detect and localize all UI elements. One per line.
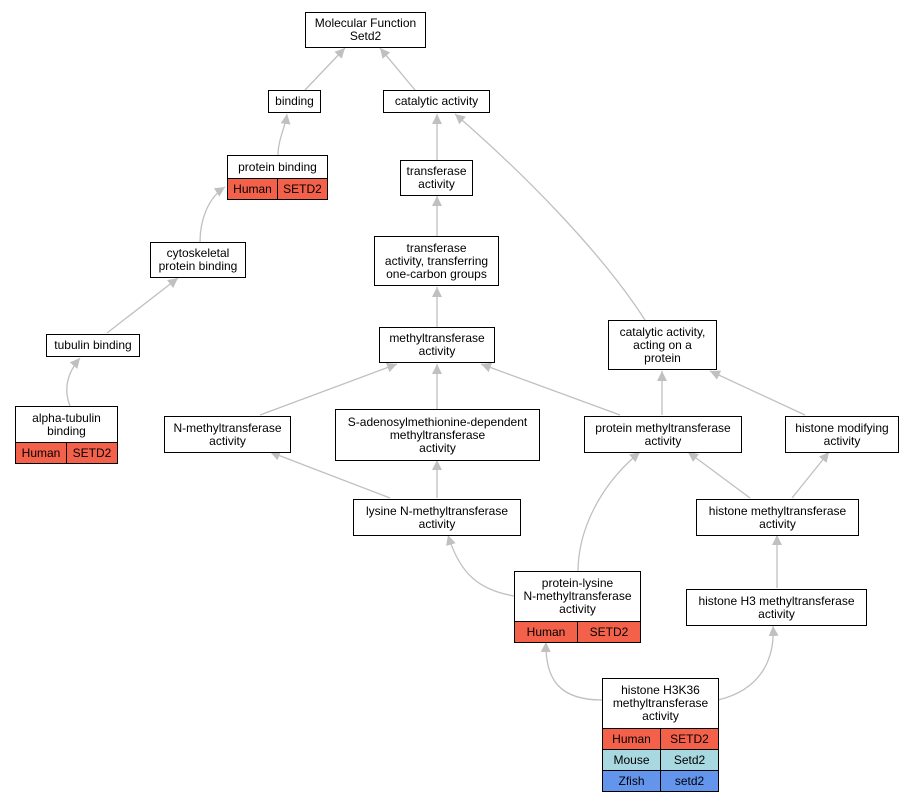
node-label: alpha-tubulin binding (32, 410, 101, 438)
species-row-human: Human SETD2 (228, 178, 327, 199)
node-histone-h3-methyltransferase[interactable]: histone H3 methyltransferase activity (686, 589, 867, 626)
edge-histone-modifying-to-catalytic-protein (709, 370, 806, 416)
node-alpha-tubulin-binding[interactable]: alpha-tubulin binding Human SETD2 (15, 406, 118, 464)
node-label: transferase activity (406, 164, 467, 191)
edge-binding-to-mf (304, 47, 346, 91)
species-row-human: Human SETD2 (603, 728, 718, 749)
edge-tubulin-to-cytoskeletal (106, 277, 179, 334)
edge-protein-methyl-to-methyl (480, 362, 621, 416)
node-label: catalytic activity, acting on a protein (619, 324, 706, 365)
node-protein-lysine-n-methyltransferase[interactable]: protein-lysine N-methyltransferase activ… (514, 571, 641, 643)
node-label: histone H3 methyltransferase activity (698, 593, 855, 621)
node-histone-modifying-activity[interactable]: histone modifying activity (785, 416, 899, 453)
node-protein-binding[interactable]: protein binding Human SETD2 (227, 155, 328, 200)
node-binding[interactable]: binding (268, 90, 321, 113)
node-catalytic-activity[interactable]: catalytic activity (383, 90, 490, 113)
edge-h3k36-to-h3 (717, 625, 779, 701)
edge-protein-binding-to-binding (277, 113, 291, 156)
species-name: Human (526, 624, 566, 639)
node-label: histone H3K36 methyltransferase activity (612, 683, 709, 723)
node-label: protein binding (238, 159, 317, 174)
gene-symbol: Setd2 (660, 750, 718, 770)
node-label: cytoskeletal protein binding (158, 246, 238, 273)
edge-n-methyl-to-methyl (259, 362, 398, 416)
node-label: lysine N-methyltransferase activity (365, 503, 509, 531)
gene-symbol: SETD2 (277, 179, 327, 199)
edge-catalytic-protein-to-catalytic (454, 113, 646, 321)
edge-alpha-tubulin-to-tubulin (66, 357, 81, 407)
node-label: protein methyltransferase activity (595, 420, 731, 448)
node-histone-h3k36-methyltransferase[interactable]: histone H3K36 methyltransferase activity… (602, 678, 719, 792)
edge-catalytic-to-mf (379, 47, 416, 91)
gene-symbol: setd2 (660, 771, 718, 791)
node-tubulin-binding[interactable]: tubulin binding (46, 334, 140, 357)
node-label: histone methyltransferase activity (708, 503, 847, 531)
node-label: tubulin binding (54, 338, 132, 352)
node-protein-methyltransferase[interactable]: protein methyltransferase activity (584, 416, 742, 453)
species-name: Human (21, 445, 61, 460)
node-n-methyltransferase[interactable]: N-methyltransferase activity (164, 416, 291, 453)
node-catalytic-activity-on-protein[interactable]: catalytic activity, acting on a protein (608, 320, 717, 370)
edge-protein-lysine-to-lysine (446, 534, 515, 597)
node-molecular-function[interactable]: Molecular Function Setd2 (305, 12, 426, 48)
edge-histone-methyl-to-protein-methyl (687, 451, 751, 499)
node-sam-dependent-methyltransferase[interactable]: S-adenosylmethionine-dependent methyltra… (335, 409, 540, 461)
node-cytoskeletal-protein-binding[interactable]: cytoskeletal protein binding (150, 242, 246, 278)
node-label: S-adenosylmethionine-dependent methyltra… (347, 414, 528, 455)
edge-histone-methyl-to-histone-modifying (791, 451, 830, 499)
node-transferase-activity[interactable]: transferase activity (400, 160, 473, 196)
node-methyltransferase-activity[interactable]: methyltransferase activity (379, 327, 495, 363)
gene-symbol: SETD2 (577, 622, 640, 642)
node-label: N-methyltransferase activity (173, 420, 282, 448)
node-lysine-n-methyltransferase[interactable]: lysine N-methyltransferase activity (353, 499, 521, 536)
node-label: Molecular Function Setd2 (314, 16, 417, 43)
edge-protein-lysine-to-protein-methyl (577, 451, 641, 573)
edge-h3k36-to-protein-lysine (540, 641, 603, 701)
species-row-human: Human SETD2 (515, 621, 640, 642)
species-row-zfish: Zfish setd2 (603, 770, 718, 791)
species-name: Zfish (618, 773, 645, 788)
node-label: protein-lysine N-methyltransferase activ… (523, 576, 632, 616)
node-transferase-one-carbon[interactable]: transferase activity, transferring one-c… (374, 236, 499, 286)
gene-symbol: SETD2 (660, 729, 718, 749)
gene-symbol: SETD2 (66, 443, 117, 463)
node-label: transferase activity, transferring one-c… (384, 240, 489, 281)
edge-lysine-to-n-methyl (269, 450, 391, 499)
species-name: Human (233, 181, 272, 196)
node-label: catalytic activity (394, 94, 479, 108)
species-row-human: Human SETD2 (16, 442, 117, 463)
edge-cytoskeletal-to-protein-binding (199, 186, 226, 243)
node-label: histone modifying activity (795, 420, 889, 448)
node-histone-methyltransferase[interactable]: histone methyltransferase activity (696, 499, 859, 536)
species-name: Mouse (613, 752, 650, 767)
node-label: methyltransferase activity (389, 331, 485, 358)
species-name: Human (612, 731, 651, 746)
node-label: binding (275, 94, 314, 108)
species-row-mouse: Mouse Setd2 (603, 749, 718, 770)
